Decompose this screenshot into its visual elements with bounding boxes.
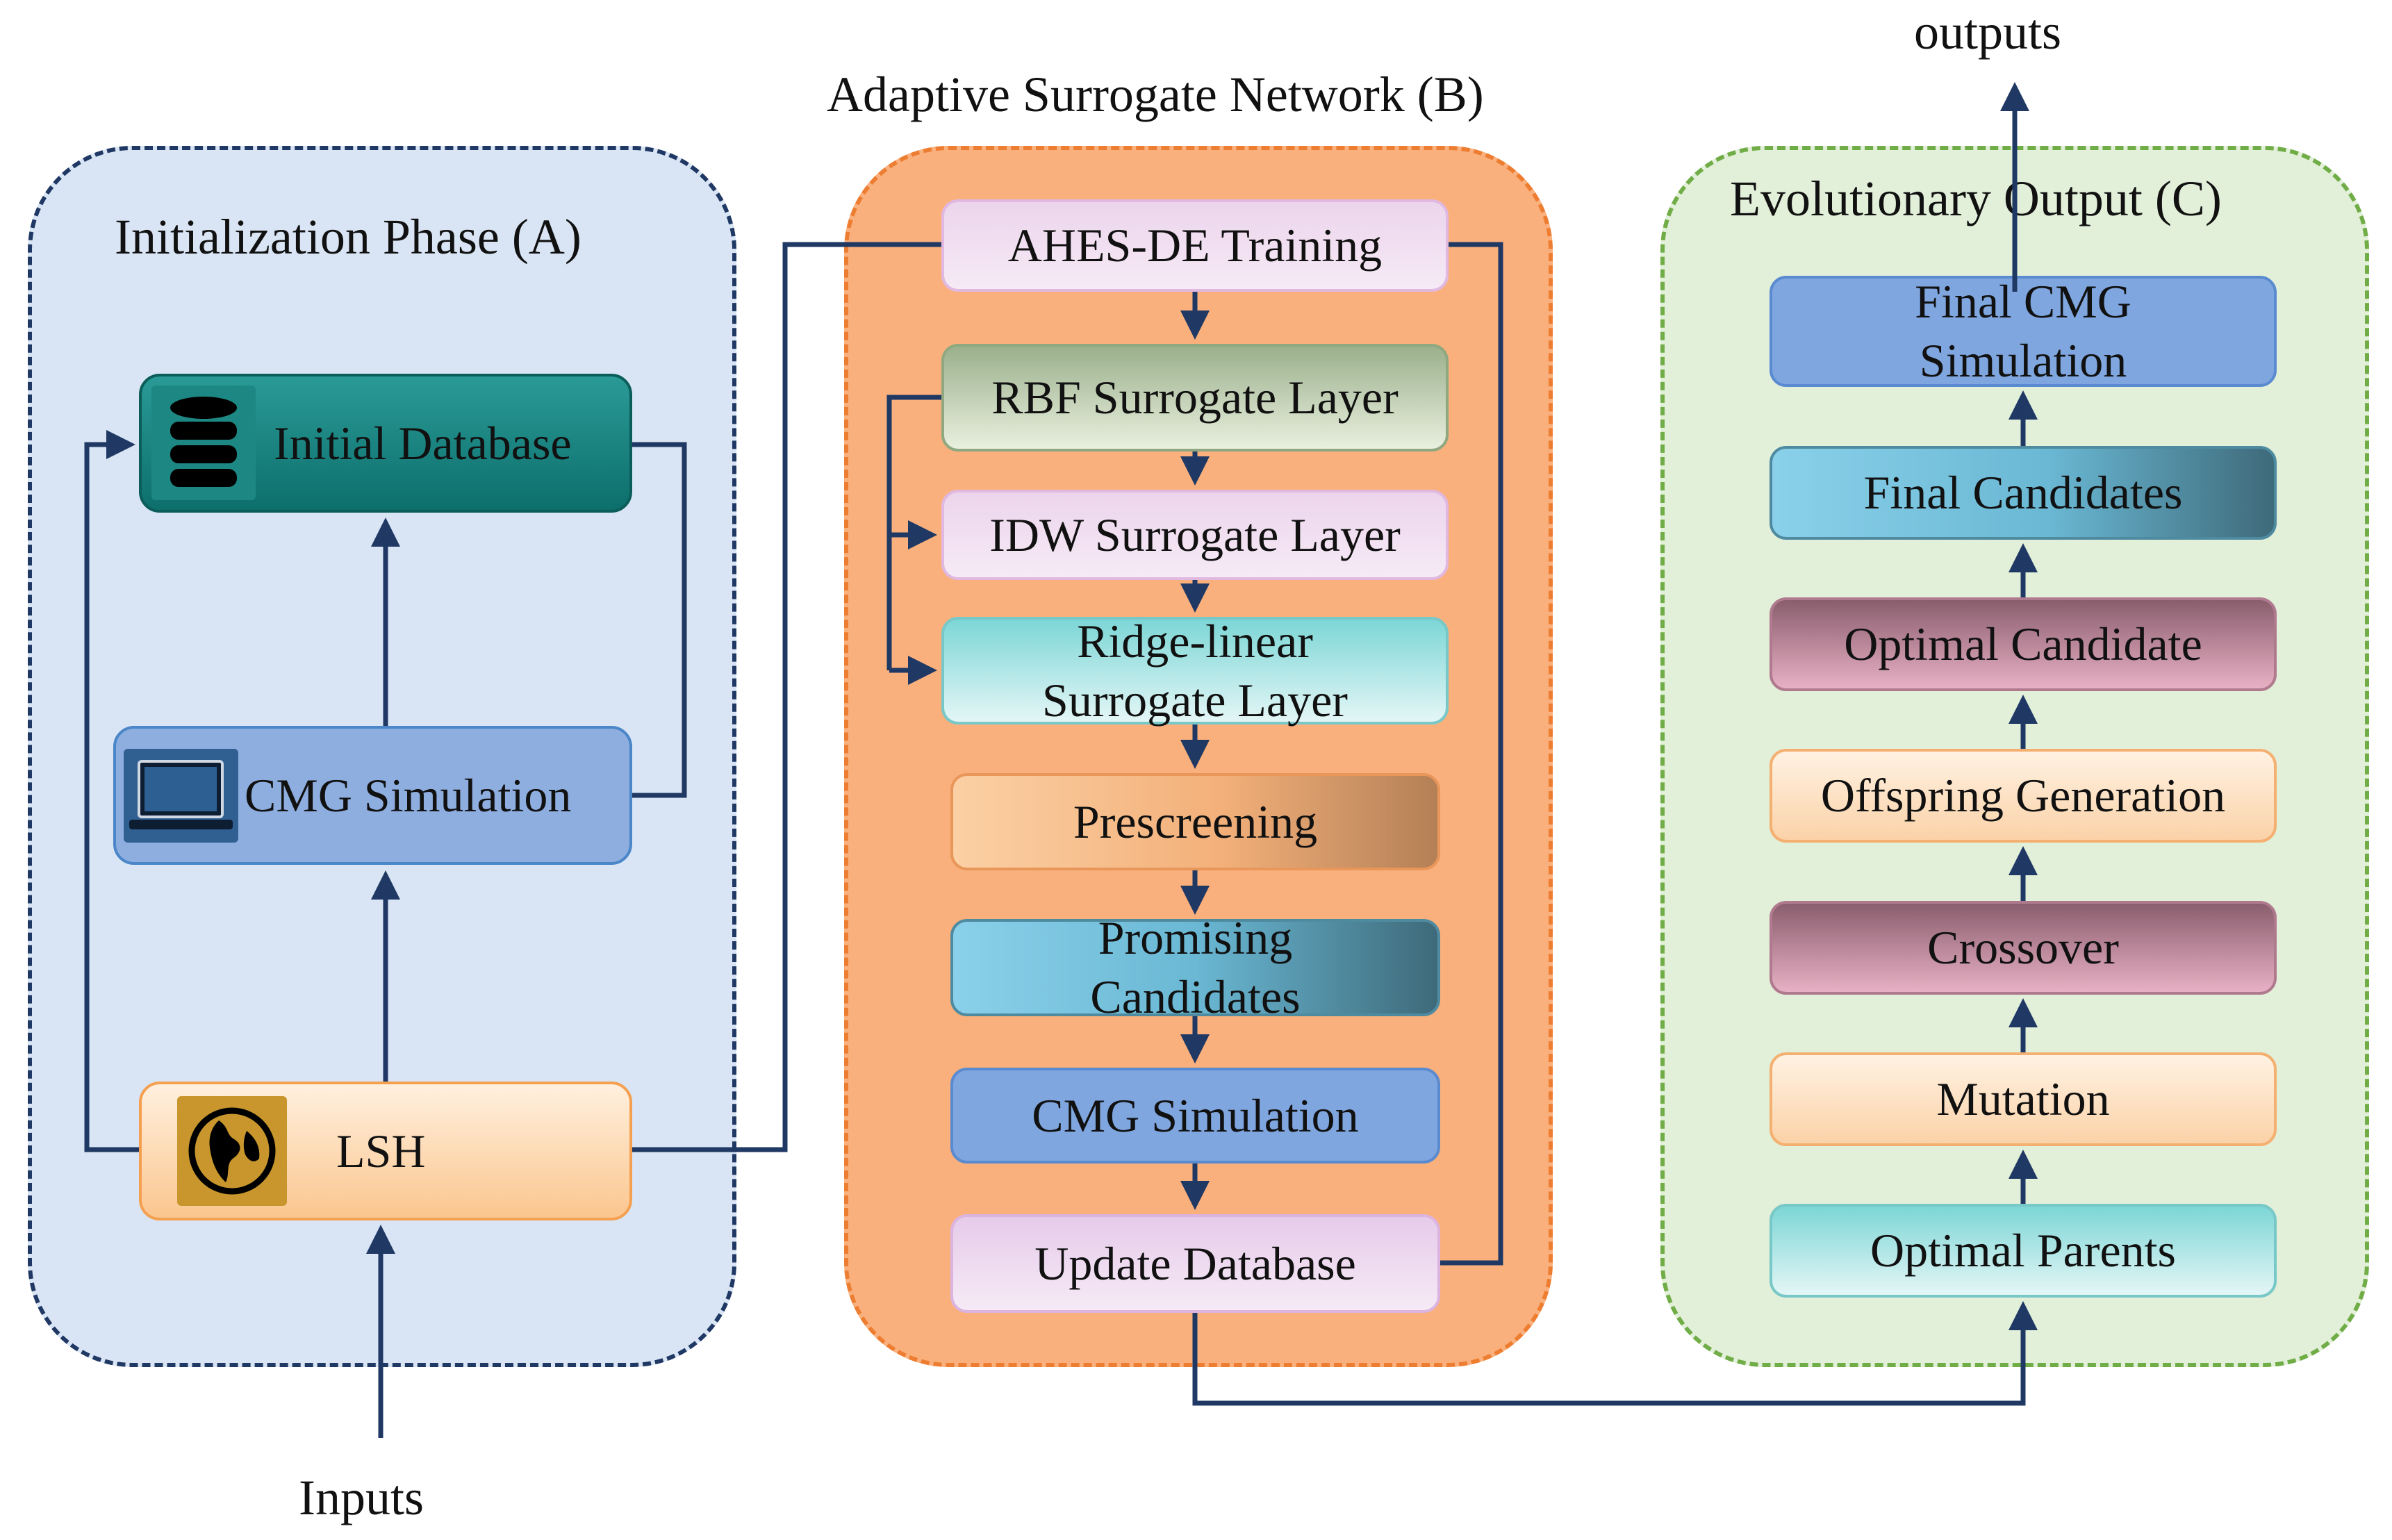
cmg-simulation-b-label: CMG Simulation [1032, 1088, 1359, 1142]
panel-c-title: Evolutionary Output (C) [1730, 171, 2222, 226]
idw-surrogate-layer-box: IDW Surrogate Layer [941, 490, 1449, 580]
optimal-candidate-box: Optimal Candidate [1770, 597, 2277, 691]
optimal-parents-box: Optimal Parents [1770, 1204, 2277, 1298]
ahes-de-training-label: AHES-DE Training [1007, 219, 1383, 272]
ridge-linear-label-line1: Ridge-linear [1077, 614, 1313, 668]
outputs-label: outputs [1914, 4, 2062, 60]
line-database-to-cmg [632, 442, 687, 798]
crossover-label: Crossover [1927, 921, 2119, 974]
rbf-surrogate-layer-label: RBF Surrogate Layer [991, 371, 1399, 424]
rbf-surrogate-layer-box: RBF Surrogate Layer [941, 344, 1449, 452]
final-cmg-label-line2: Simulation [1919, 334, 2127, 387]
promising-label-line1: Promising [1098, 911, 1293, 964]
crossover-box: Crossover [1770, 901, 2277, 995]
prescreening-box: Prescreening [950, 773, 1440, 870]
lsh-label: LSH [336, 1124, 426, 1177]
arrow-update-to-optimal-parents [1192, 1301, 2038, 1406]
cmg-simulation-b-box: CMG Simulation [950, 1068, 1440, 1164]
laptop-icon [124, 749, 238, 843]
promising-label-line2: Candidates [1090, 970, 1301, 1023]
ridge-linear-surrogate-layer-box: Ridge-linear Surrogate Layer [941, 615, 1449, 727]
prescreening-label: Prescreening [1073, 795, 1318, 848]
panel-b-title: Adaptive Surrogate Network (B) [827, 67, 1484, 122]
idw-surrogate-layer-label: IDW Surrogate Layer [989, 508, 1401, 561]
offspring-generation-label: Offspring Generation [1820, 769, 2226, 822]
final-cmg-simulation-box: Final CMG Simulation [1770, 275, 2277, 387]
database-icon [151, 386, 256, 500]
update-database-box: Update Database [950, 1214, 1440, 1313]
globe-icon [177, 1096, 287, 1206]
initial-database-label: Initial Database [274, 416, 572, 470]
promising-candidates-box: Promising Candidates [950, 911, 1440, 1023]
mutation-box: Mutation [1770, 1052, 2277, 1146]
inputs-label: Inputs [299, 1470, 424, 1525]
ridge-linear-label-line2: Surrogate Layer [1042, 673, 1348, 727]
line-update-to-ahes-loop [1440, 242, 1503, 1266]
arrow-lsh-loop-to-database [84, 430, 139, 1152]
line-lsh-to-ahes-de [632, 242, 941, 1152]
cmg-simulation-a-label: CMG Simulation [245, 768, 572, 822]
ahes-de-training-box: AHES-DE Training [941, 199, 1449, 292]
optimal-candidate-label: Optimal Candidate [1844, 618, 2202, 670]
offspring-generation-box: Offspring Generation [1770, 749, 2277, 843]
final-candidates-box: Final Candidates [1770, 446, 2277, 540]
mutation-label: Mutation [1936, 1073, 2110, 1125]
panel-a-title: Initialization Phase (A) [115, 209, 581, 265]
final-cmg-label-line1: Final CMG [1915, 275, 2131, 328]
line-rbf-bracket [886, 395, 941, 670]
optimal-parents-label: Optimal Parents [1870, 1224, 2177, 1277]
final-candidates-label: Final Candidates [1863, 466, 2183, 519]
update-database-label: Update Database [1034, 1236, 1356, 1290]
